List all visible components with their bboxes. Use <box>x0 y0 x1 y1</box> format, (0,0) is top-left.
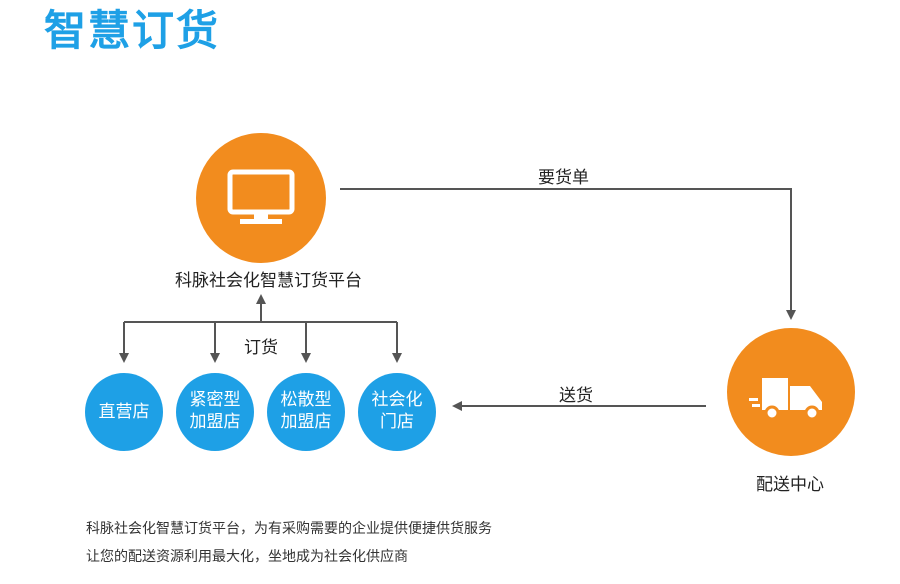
distribution-label: 配送中心 <box>756 475 824 495</box>
monitor-icon <box>227 169 295 224</box>
order-sheet-arrow <box>340 188 796 320</box>
store-node-close-franchise <box>176 373 254 451</box>
store-label-close-franchise: 紧密型 加盟店 <box>189 390 241 433</box>
store-node-social <box>358 373 436 451</box>
order-sheet-label: 要货单 <box>538 168 589 188</box>
store-node-direct <box>85 373 163 451</box>
platform-node <box>196 133 326 263</box>
store-label-direct: 直营店 <box>98 402 150 422</box>
page-title: 智慧订货 <box>44 6 221 55</box>
store-label-loose-franchise: 松散型 加盟店 <box>280 390 332 433</box>
ordering-label: 订货 <box>244 338 278 358</box>
description-line-1: 科脉社会化智慧订货平台，为有采购需要的企业提供便捷供货服务 <box>86 521 492 537</box>
description-line-2: 让您的配送资源利用最大化，坐地成为社会化供应商 <box>86 549 408 565</box>
delivery-label: 送货 <box>559 386 593 406</box>
store-label-social: 社会化 门店 <box>371 390 423 433</box>
platform-label: 科脉社会化智慧订货平台 <box>175 271 362 291</box>
truck-icon <box>749 378 822 421</box>
store-node-loose-franchise <box>267 373 345 451</box>
